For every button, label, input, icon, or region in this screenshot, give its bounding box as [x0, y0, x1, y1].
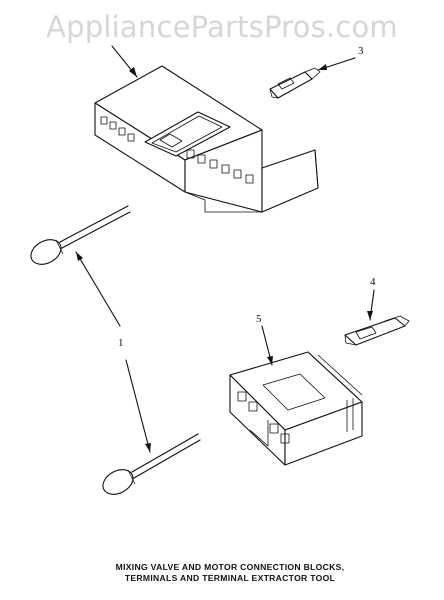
arrowhead: [267, 356, 273, 365]
extractor-tool-lower: [102, 433, 201, 495]
arrowhead: [145, 443, 151, 452]
caption-line-1: MIXING VALVE AND MOTOR CONNECTION BLOCKS…: [115, 562, 345, 572]
terminal-part-3: [269, 67, 321, 99]
callout-1: 1: [118, 337, 124, 349]
callout-5: 5: [256, 313, 262, 325]
arrowhead: [76, 252, 83, 261]
callout-4: 4: [370, 276, 376, 288]
terminal-part-4: [344, 315, 410, 346]
leader-line-1-lower: [125, 359, 151, 453]
arrowhead: [129, 67, 137, 77]
extractor-tool-upper: [30, 205, 131, 265]
caption-line-2: TERMINALS AND TERMINAL EXTRACTOR TOOL: [124, 573, 336, 583]
arrowhead: [367, 311, 373, 320]
callout-3: 3: [358, 45, 364, 57]
connection-block-large: [94, 65, 319, 213]
connection-block-small: [229, 351, 363, 466]
watermark-logo: AppliancePartsPros.com: [46, 10, 398, 44]
leader-line-1-upper: [75, 251, 121, 327]
diagram-caption: MIXING VALVE AND MOTOR CONNECTION BLOCKS…: [40, 562, 420, 584]
arrowhead: [318, 64, 327, 70]
